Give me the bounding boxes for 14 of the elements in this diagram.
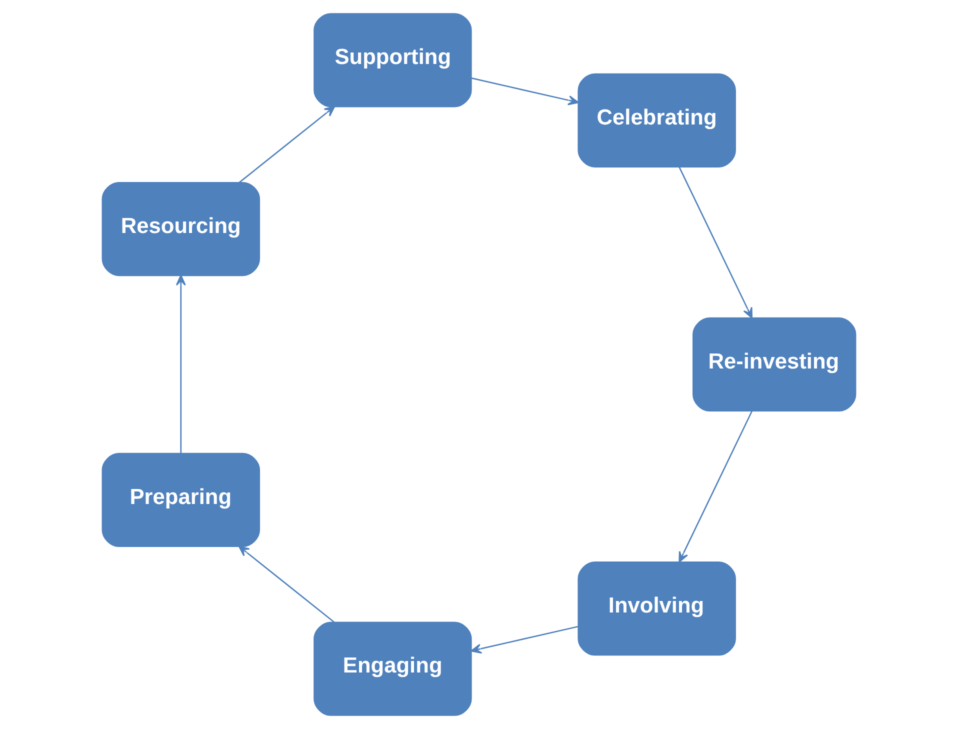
arrow (176, 274, 186, 454)
arrow (470, 626, 578, 654)
node-box: Preparing (102, 452, 260, 548)
arrow (238, 546, 335, 623)
node-box: Re-investing (692, 317, 856, 412)
node-box: Involving (578, 562, 736, 656)
node-box: Supporting (314, 13, 472, 108)
node-box: Celebrating (578, 73, 736, 168)
arrow (471, 77, 579, 106)
node-box: Resourcing (102, 182, 260, 276)
node-box: Engaging (314, 622, 472, 716)
arrow (678, 410, 753, 563)
arrow (678, 166, 753, 318)
arrow (238, 106, 336, 183)
